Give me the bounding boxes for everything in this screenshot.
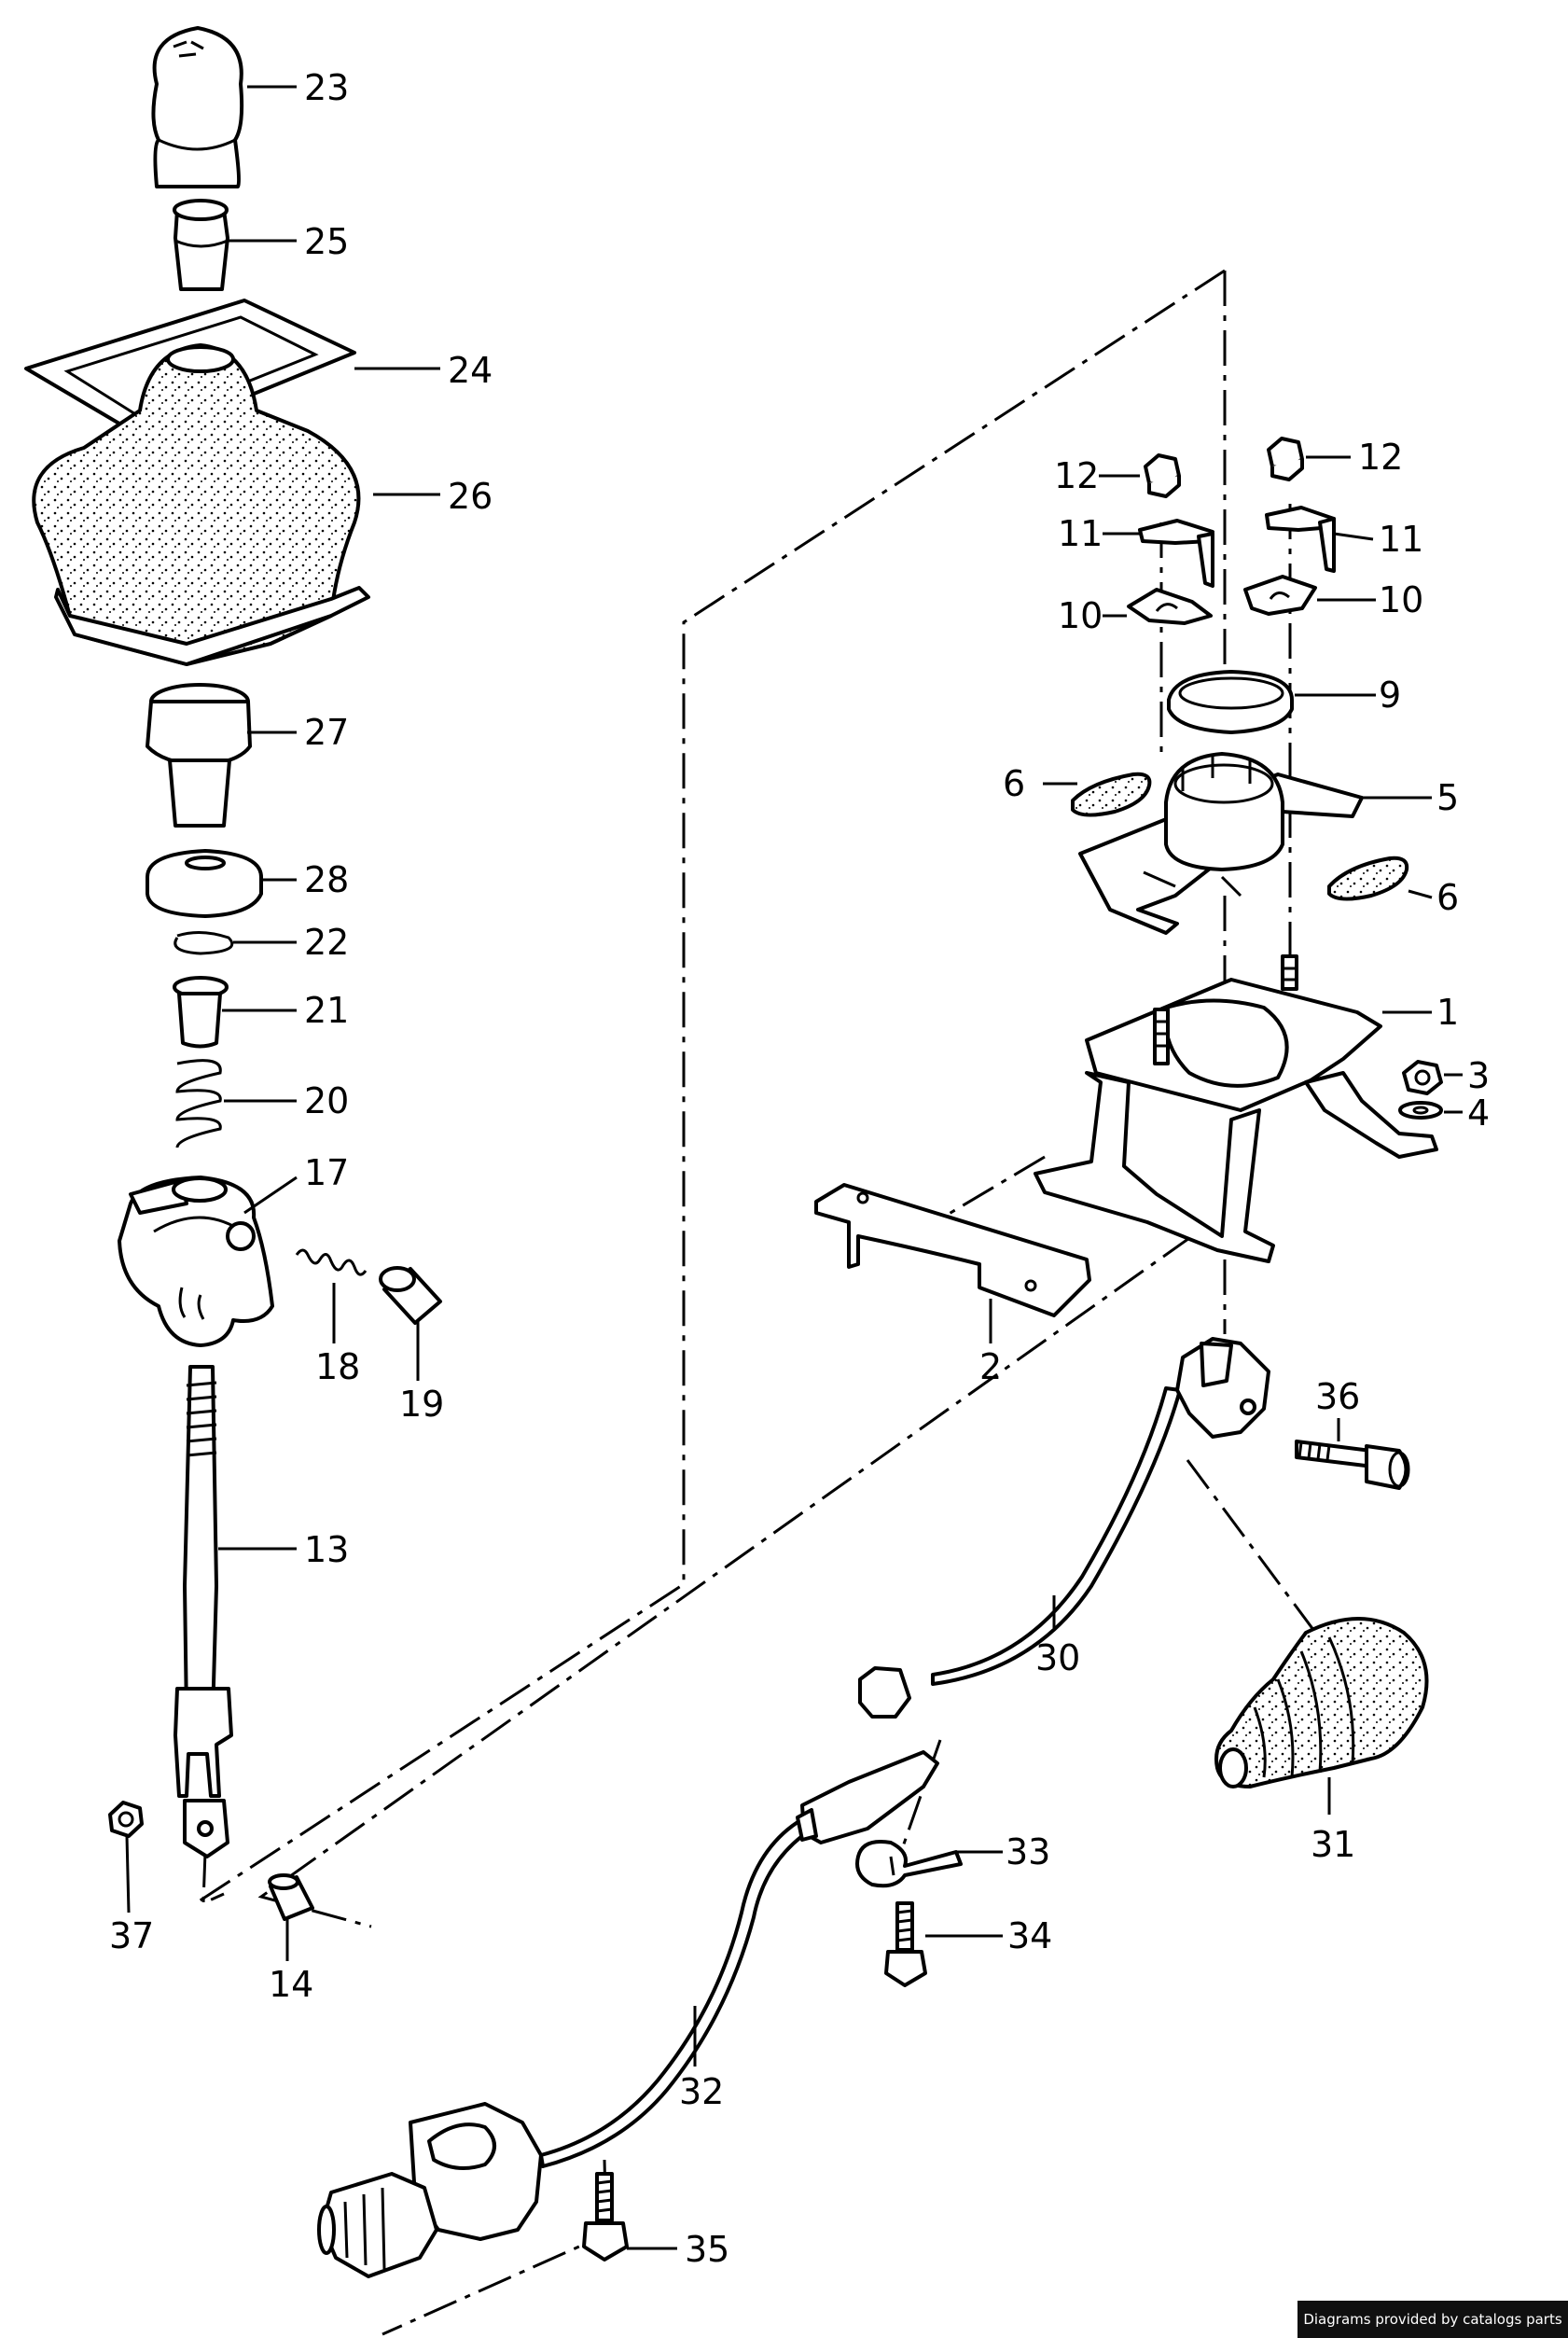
leader-lines xyxy=(125,85,1463,2250)
shift-rod xyxy=(173,1365,233,1858)
callout-5: 5 xyxy=(1436,777,1459,818)
guide-ring-9 xyxy=(1167,670,1294,734)
callout-14: 14 xyxy=(269,1964,313,2005)
spring xyxy=(175,1059,222,1148)
callout-21: 21 xyxy=(304,990,349,1031)
clip-11-right xyxy=(1265,506,1336,573)
callout-2: 2 xyxy=(979,1346,1002,1387)
detent-plunger xyxy=(379,1266,442,1325)
callout-10-right: 10 xyxy=(1379,579,1423,620)
callout-11-left: 11 xyxy=(1058,513,1103,554)
nut-12-right xyxy=(1267,437,1304,481)
bolt-34 xyxy=(884,1901,927,1987)
pad-10-left xyxy=(1127,588,1213,625)
assembly-lines xyxy=(195,269,1326,2336)
callout-27: 27 xyxy=(304,712,349,753)
bearing-bracket-1 xyxy=(1034,954,1438,1263)
callout-6-left: 6 xyxy=(1003,763,1025,804)
callout-13: 13 xyxy=(304,1529,349,1570)
clip-11-left xyxy=(1138,519,1214,588)
detent-spring xyxy=(295,1248,368,1276)
callout-6-right: 6 xyxy=(1436,877,1459,918)
callout-32: 32 xyxy=(679,2071,724,2112)
callout-labels: 23 25 24 26 27 28 22 21 20 17 18 19 13 1… xyxy=(109,67,1490,2270)
callout-11-right: 11 xyxy=(1379,519,1423,560)
bolt-35 xyxy=(582,2172,629,2261)
callout-34: 34 xyxy=(1007,1915,1052,1956)
shift-lever-housing xyxy=(118,1176,274,1347)
callout-36: 36 xyxy=(1315,1376,1360,1417)
pad-6-left xyxy=(1071,772,1152,817)
sleeve-14 xyxy=(268,1873,314,1921)
boot-31 xyxy=(1214,1617,1429,1788)
callout-3: 3 xyxy=(1467,1055,1490,1096)
cable-30 xyxy=(858,1337,1270,1719)
callout-10-left: 10 xyxy=(1058,595,1103,636)
guide-plate-5 xyxy=(1078,752,1364,935)
knob-adapter xyxy=(173,199,229,291)
cable-32 xyxy=(317,1750,939,2278)
callout-25: 25 xyxy=(304,221,349,262)
callout-12-left: 12 xyxy=(1054,455,1099,496)
nut-37 xyxy=(108,1801,144,1838)
pad-6-right xyxy=(1327,856,1409,901)
nut-3 xyxy=(1402,1060,1443,1095)
callout-17: 17 xyxy=(304,1152,349,1193)
damper-ring xyxy=(146,849,263,918)
callout-9: 9 xyxy=(1379,675,1401,716)
callout-30: 30 xyxy=(1035,1637,1080,1678)
callout-33: 33 xyxy=(1006,1831,1050,1872)
callout-1: 1 xyxy=(1436,992,1459,1033)
callout-31: 31 xyxy=(1311,1824,1355,1865)
spring-seat xyxy=(173,976,229,1049)
callout-28: 28 xyxy=(304,859,349,900)
callout-19: 19 xyxy=(399,1384,444,1425)
callout-18: 18 xyxy=(315,1346,360,1387)
callout-26: 26 xyxy=(448,476,493,517)
callout-20: 20 xyxy=(304,1080,349,1121)
circlip xyxy=(173,931,234,955)
shift-knob xyxy=(151,26,244,188)
nut-12-left xyxy=(1144,453,1181,498)
callout-22: 22 xyxy=(304,922,349,963)
callout-23: 23 xyxy=(304,67,349,108)
bracket-plate-2 xyxy=(814,1183,1091,1317)
washer-4 xyxy=(1398,1101,1443,1120)
clamp-33 xyxy=(855,1840,963,1888)
boot-retainer xyxy=(146,683,252,828)
bolt-36 xyxy=(1295,1440,1410,1490)
callout-37: 37 xyxy=(109,1915,154,1956)
callout-24: 24 xyxy=(448,350,493,391)
callout-4: 4 xyxy=(1467,1092,1490,1134)
shift-boot xyxy=(32,343,370,666)
pad-10-right xyxy=(1243,575,1317,616)
callout-35: 35 xyxy=(685,2229,729,2270)
diagram-credit: Diagrams provided by catalogs parts xyxy=(1297,2301,1568,2338)
callout-12-right: 12 xyxy=(1358,437,1403,478)
